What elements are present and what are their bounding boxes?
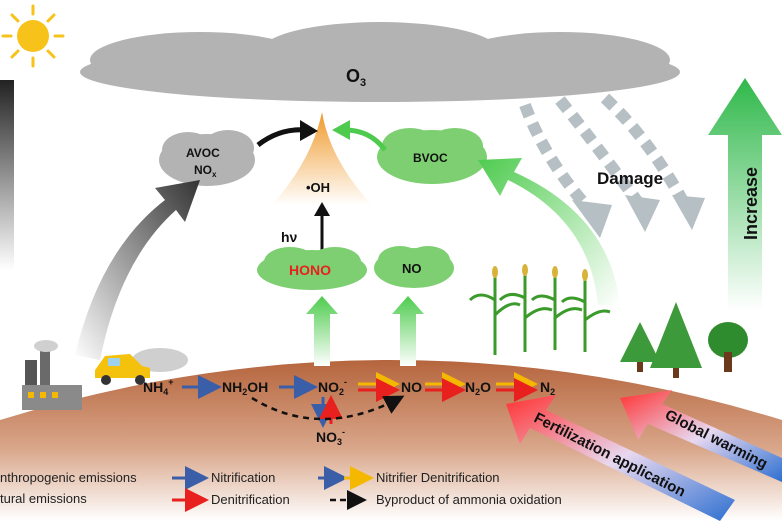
increase-arrow (708, 78, 782, 310)
no3-label: NO3- (316, 427, 345, 447)
damage-arrows (519, 93, 691, 215)
legend-denitrification-label: Denitrification (211, 492, 290, 507)
hono-emission-arrow (306, 296, 338, 366)
damage-arrowheads (572, 195, 705, 238)
nh4-label: NH4+ (143, 377, 174, 397)
byproduct-arrow (251, 395, 405, 421)
avoc-to-oh-arrow (256, 127, 307, 148)
left-gradient-arrow (0, 80, 14, 270)
anthropogenic-emission-arrow (75, 180, 200, 360)
nox-label: NOx (194, 163, 217, 179)
sun-icon (1, 4, 65, 68)
ozone-label: O3 (346, 66, 366, 89)
avoc-cloud (159, 130, 255, 186)
global-warming-arrow (620, 390, 782, 482)
corn-tassels (492, 264, 588, 281)
n2o-label: N2O (465, 379, 491, 397)
n2-label: N2 (540, 379, 555, 397)
legend-anthropogenic-label: nthropogenic emissions (0, 470, 137, 485)
pine-trees-icon (620, 302, 702, 378)
bvoc-to-oh-arrow (344, 127, 387, 152)
legend-nitrification-label: Nitrification (211, 470, 275, 485)
car-icon (95, 348, 188, 385)
no-cloud-label: NO (402, 261, 422, 276)
hono-label: HONO (289, 262, 331, 278)
no2-label: NO2- (318, 377, 347, 397)
deciduous-tree-icon (708, 322, 748, 372)
corn-plants-icon (468, 270, 611, 355)
legend-nitrifier-denitrification-label: Nitrifier Denitrification (376, 470, 500, 485)
factory-icon (22, 340, 82, 410)
no-cloud (374, 246, 454, 288)
damage-label: Damage (597, 169, 663, 188)
oh-plume (272, 112, 372, 205)
avoc-label: AVOC (186, 146, 220, 160)
hv-label: hν (281, 229, 298, 245)
no-emission-arrow (392, 296, 424, 366)
legend: nthropogenic emissions tural emissions N… (0, 466, 562, 512)
nh2oh-label: NH2OH (222, 379, 268, 397)
bvoc-cloud (377, 128, 487, 184)
legend-natural-label: tural emissions (0, 491, 87, 506)
bvoc-label: BVOC (413, 151, 448, 165)
hono-cloud (257, 247, 367, 290)
ozone-cloud (80, 22, 680, 102)
oh-label: •OH (306, 180, 330, 195)
no-label: NO (401, 379, 422, 395)
fertilization-arrow (506, 395, 735, 521)
legend-byproduct-label: Byproduct of ammonia oxidation (376, 492, 562, 507)
increase-label: Increase (741, 167, 761, 240)
natural-emission-arrow (478, 158, 620, 305)
